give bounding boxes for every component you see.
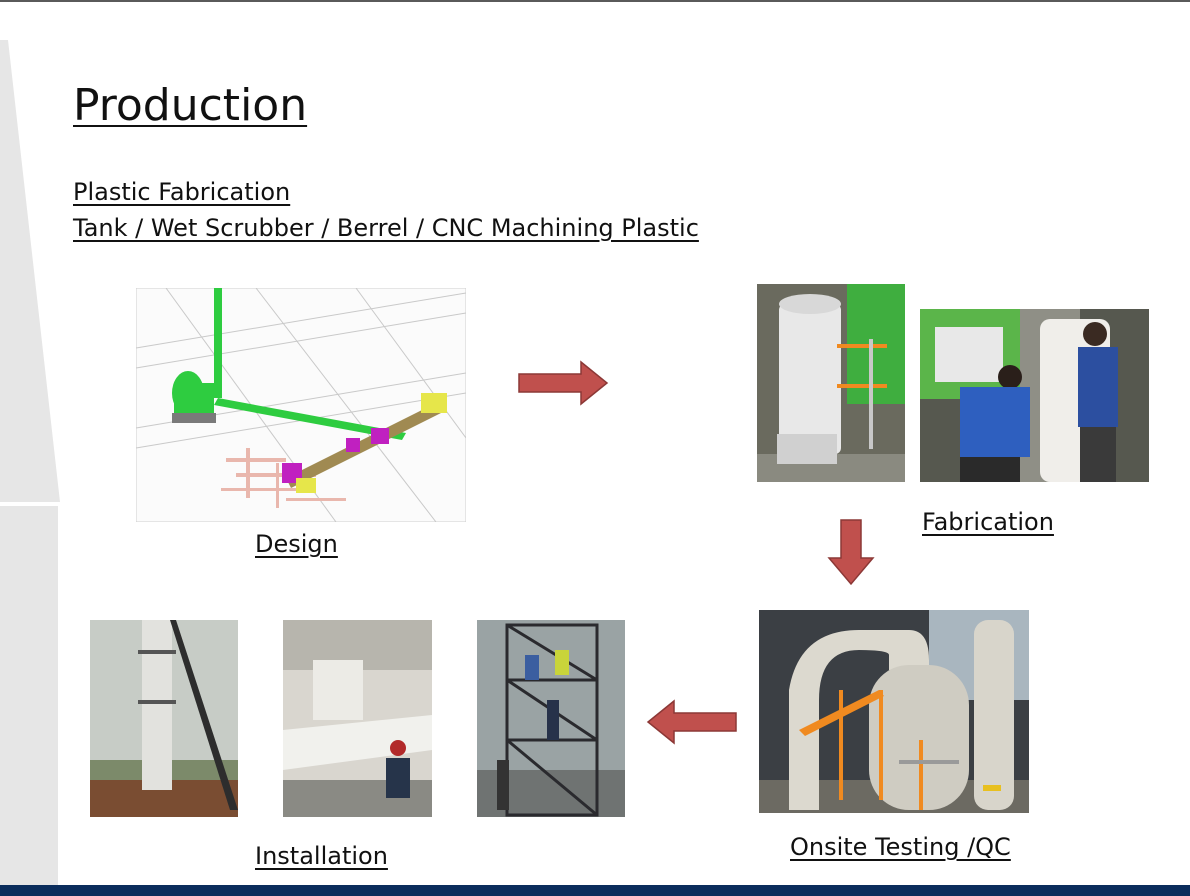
side-decoration bbox=[0, 40, 60, 886]
installation-stack-photo bbox=[90, 620, 238, 817]
arrow-right-icon bbox=[517, 360, 609, 406]
fabrication-workers-photo bbox=[920, 309, 1149, 482]
subtitle-line-1: Plastic Fabrication bbox=[73, 178, 291, 206]
installation-caption: Installation bbox=[255, 842, 388, 870]
testing-caption: Onsite Testing /QC bbox=[790, 833, 1011, 861]
onsite-testing-photo bbox=[759, 610, 1029, 813]
design-caption: Design bbox=[255, 530, 338, 558]
installation-duct-photo bbox=[283, 620, 432, 817]
subtitle-line-2: Tank / Wet Scrubber / Berrel / CNC Machi… bbox=[73, 214, 699, 242]
bottom-bar bbox=[0, 885, 1190, 896]
page-title: Production bbox=[73, 80, 308, 131]
arrow-left-icon bbox=[646, 699, 738, 745]
design-cad-image bbox=[136, 288, 466, 522]
fabrication-caption: Fabrication bbox=[922, 508, 1054, 536]
top-border bbox=[0, 0, 1190, 2]
fabrication-tower-photo bbox=[757, 284, 905, 482]
arrow-down-icon bbox=[827, 518, 875, 586]
installation-scaffold-photo bbox=[477, 620, 625, 817]
